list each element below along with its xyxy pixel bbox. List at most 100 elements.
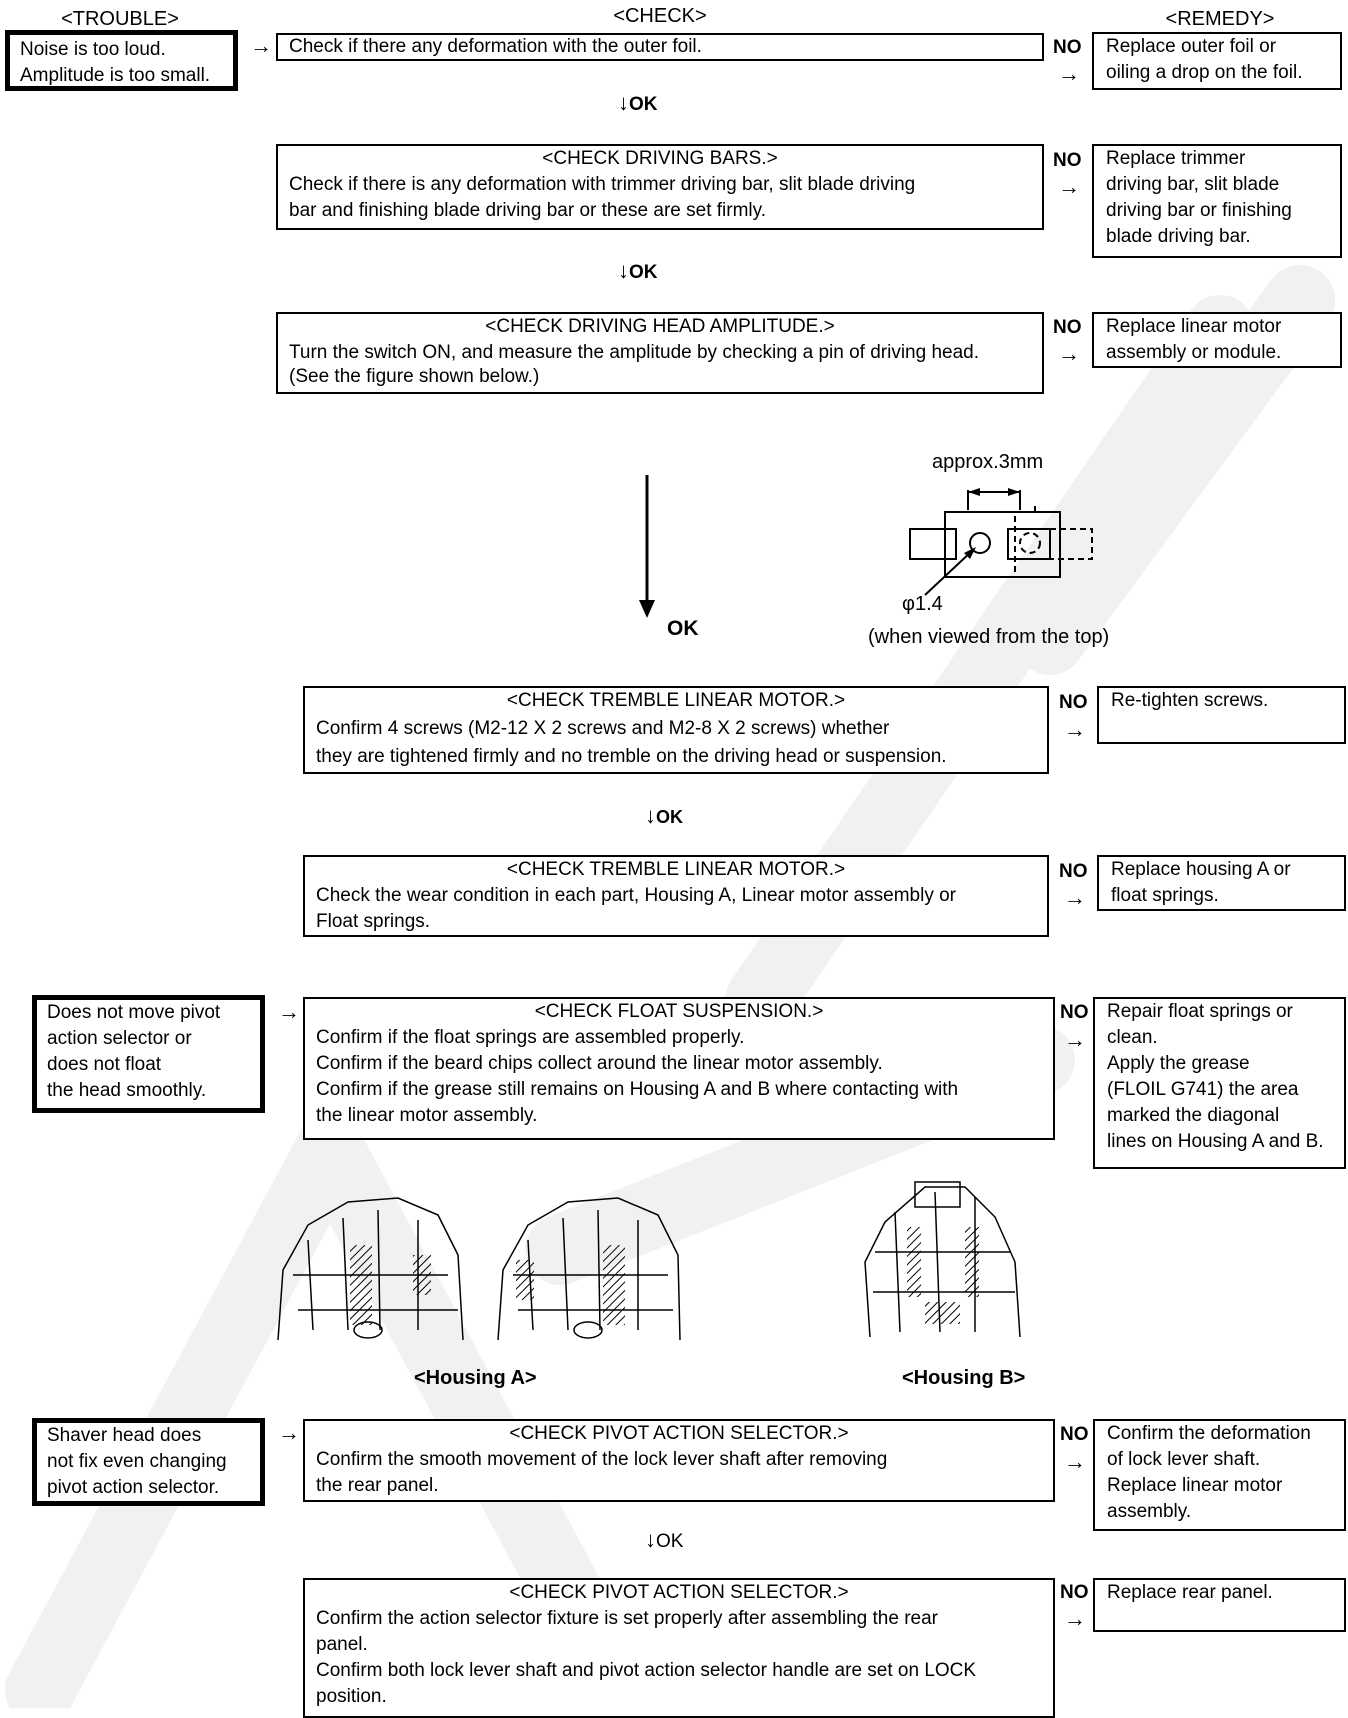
check-box-amplitude: <CHECK DRIVING HEAD AMPLITUDE.> Turn the… <box>276 312 1044 394</box>
check-line: Confirm the action selector fixture is s… <box>316 1608 938 1629</box>
check-line: Turn the switch ON, and measure the ampl… <box>289 342 980 363</box>
header-check: <CHECK> <box>613 5 707 27</box>
trouble-box-noise: Noise is too loud. Amplitude is too smal… <box>5 30 238 91</box>
remedy-line: oiling a drop on the foil. <box>1106 62 1303 83</box>
remedy-line: float springs. <box>1111 885 1219 906</box>
no-label: NO <box>1060 1002 1089 1023</box>
ok-label: ↓OK <box>618 90 658 116</box>
check-title: <CHECK TREMBLE LINEAR MOTOR.> <box>506 690 846 711</box>
check-line: Confirm if the float springs are assembl… <box>316 1027 745 1048</box>
caption-housing-b: <Housing B> <box>902 1367 1026 1389</box>
check-line: bar and finishing blade driving bar or t… <box>289 200 767 221</box>
remedy-line: Replace trimmer <box>1106 148 1246 169</box>
housing-b-illustration <box>864 1181 1021 1338</box>
remedy-line: clean. <box>1107 1027 1158 1048</box>
ok-label: ↓OK <box>645 1527 683 1553</box>
check-line: panel. <box>316 1634 368 1655</box>
remedy-box-housing: Replace housing A or float springs. <box>1097 855 1346 911</box>
check-box-tremble-wear: <CHECK TREMBLE LINEAR MOTOR.> Check the … <box>303 855 1049 937</box>
arrow-right: → <box>278 999 300 1024</box>
remedy-line: marked the diagonal <box>1107 1105 1280 1126</box>
remedy-box-outer-foil: Replace outer foil or oiling a drop on t… <box>1092 32 1342 90</box>
arrow-down: ↓ <box>618 90 629 115</box>
trouble-line: action selector or <box>47 1028 192 1049</box>
remedy-line: driving bar, slit blade <box>1106 174 1280 195</box>
ok-text: OK <box>656 807 683 827</box>
check-box-driving-bars: <CHECK DRIVING BARS.> Check if there is … <box>276 144 1044 230</box>
no-label: NO <box>1053 150 1082 171</box>
arrow-down: ↓ <box>618 258 629 283</box>
trouble-line: does not float <box>47 1054 162 1075</box>
trouble-box-shaver-head: Shaver head does not fix even changing p… <box>32 1418 265 1506</box>
remedy-line: Apply the grease <box>1107 1053 1250 1074</box>
remedy-line: Repair float springs or <box>1107 1001 1293 1022</box>
housing-a-illustration <box>277 1197 681 1341</box>
long-down-arrow <box>639 475 655 618</box>
caption-housing-a: <Housing A> <box>414 1367 537 1389</box>
remedy-box-amplitude: Replace linear motor assembly or module. <box>1092 312 1342 368</box>
trouble-box-pivot-float: Does not move pivot action selector or d… <box>32 995 265 1113</box>
check-line: Confirm if the beard chips collect aroun… <box>316 1053 883 1074</box>
no-label: NO <box>1060 1424 1089 1445</box>
arrow-right: → <box>1058 61 1080 86</box>
check-title: <CHECK FLOAT SUSPENSION.> <box>534 1001 824 1022</box>
check-line: Confirm if the grease still remains on H… <box>316 1079 959 1100</box>
arrow-right: → <box>1064 1449 1086 1474</box>
check-box-tremble-screws: <CHECK TREMBLE LINEAR MOTOR.> Confirm 4 … <box>303 686 1049 774</box>
trouble-line: not fix even changing <box>47 1451 227 1472</box>
ok-label: ↓OK <box>645 803 683 829</box>
arrow-right: → <box>1058 174 1080 199</box>
check-line: Check if there is any deformation with t… <box>289 174 916 195</box>
header-trouble: <TROUBLE> <box>61 8 179 30</box>
check-line: they are tightened firmly and no tremble… <box>316 746 947 767</box>
check-line: Confirm 4 screws (M2-12 X 2 screws and M… <box>316 718 890 739</box>
trouble-line: the head smoothly. <box>47 1080 207 1101</box>
amplitude-figure: approx.3mm φ1.4 <box>902 451 1093 615</box>
arrow-right: → <box>250 33 272 58</box>
check-box-outer-foil: Check if there any deformation with the … <box>276 33 1044 61</box>
remedy-box-lock-lever: Confirm the deformation of lock lever sh… <box>1093 1419 1346 1531</box>
remedy-line: driving bar or finishing <box>1106 200 1292 221</box>
remedy-box-driving-bars: Replace trimmer driving bar, slit blade … <box>1092 144 1342 258</box>
trouble-line: pivot action selector. <box>47 1477 220 1498</box>
ok-text: OK <box>629 262 658 283</box>
remedy-box-rear-panel: Replace rear panel. <box>1093 1578 1346 1632</box>
remedy-line: blade driving bar. <box>1106 226 1251 247</box>
arrow-right: → <box>1064 885 1086 910</box>
approx-label: approx.3mm <box>932 451 1043 473</box>
check-line: (See the figure shown below.) <box>289 366 540 387</box>
trouble-line: Noise is too loud. <box>20 39 166 60</box>
check-title: <CHECK DRIVING BARS.> <box>542 148 778 169</box>
ok-text: OK <box>629 94 658 115</box>
arrow-right: → <box>1058 341 1080 366</box>
remedy-line: Replace outer foil or <box>1106 36 1277 57</box>
no-label: NO <box>1059 861 1088 882</box>
remedy-line: Replace linear motor <box>1106 316 1282 337</box>
ok-label: ↓OK <box>618 258 658 284</box>
remedy-box-float-springs: Repair float springs or clean. Apply the… <box>1093 997 1346 1169</box>
diameter-label: φ1.4 <box>902 593 943 615</box>
remedy-line: Replace linear motor <box>1107 1475 1283 1496</box>
no-label: NO <box>1053 317 1082 338</box>
arrow-right: → <box>1064 717 1086 742</box>
check-box-pivot-fixture: <CHECK PIVOT ACTION SELECTOR.> Confirm t… <box>303 1578 1055 1718</box>
remedy-line: Replace rear panel. <box>1107 1582 1273 1603</box>
check-box-float-suspension: <CHECK FLOAT SUSPENSION.> Confirm if the… <box>303 997 1055 1140</box>
check-line: Confirm the smooth movement of the lock … <box>316 1449 888 1470</box>
arrow-down: ↓ <box>645 1527 656 1552</box>
check-title: <CHECK PIVOT ACTION SELECTOR.> <box>509 1582 849 1603</box>
check-box-pivot-lock-lever: <CHECK PIVOT ACTION SELECTOR.> Confirm t… <box>303 1419 1055 1502</box>
no-label: NO <box>1059 692 1088 713</box>
arrow-right: → <box>1064 1027 1086 1052</box>
trouble-line: Amplitude is too small. <box>20 65 211 86</box>
arrow-right: → <box>1064 1606 1086 1631</box>
trouble-line: Shaver head does <box>47 1425 202 1446</box>
remedy-line: (FLOIL G741) the area <box>1107 1079 1299 1100</box>
figure-note: (when viewed from the top) <box>868 626 1110 648</box>
ok-label-large: OK <box>667 617 699 640</box>
remedy-line: of lock lever shaft. <box>1107 1449 1261 1470</box>
check-line: position. <box>316 1686 387 1707</box>
trouble-line: Does not move pivot <box>47 1002 221 1023</box>
remedy-line: Re-tighten screws. <box>1111 690 1269 711</box>
remedy-line: assembly or module. <box>1106 342 1282 363</box>
